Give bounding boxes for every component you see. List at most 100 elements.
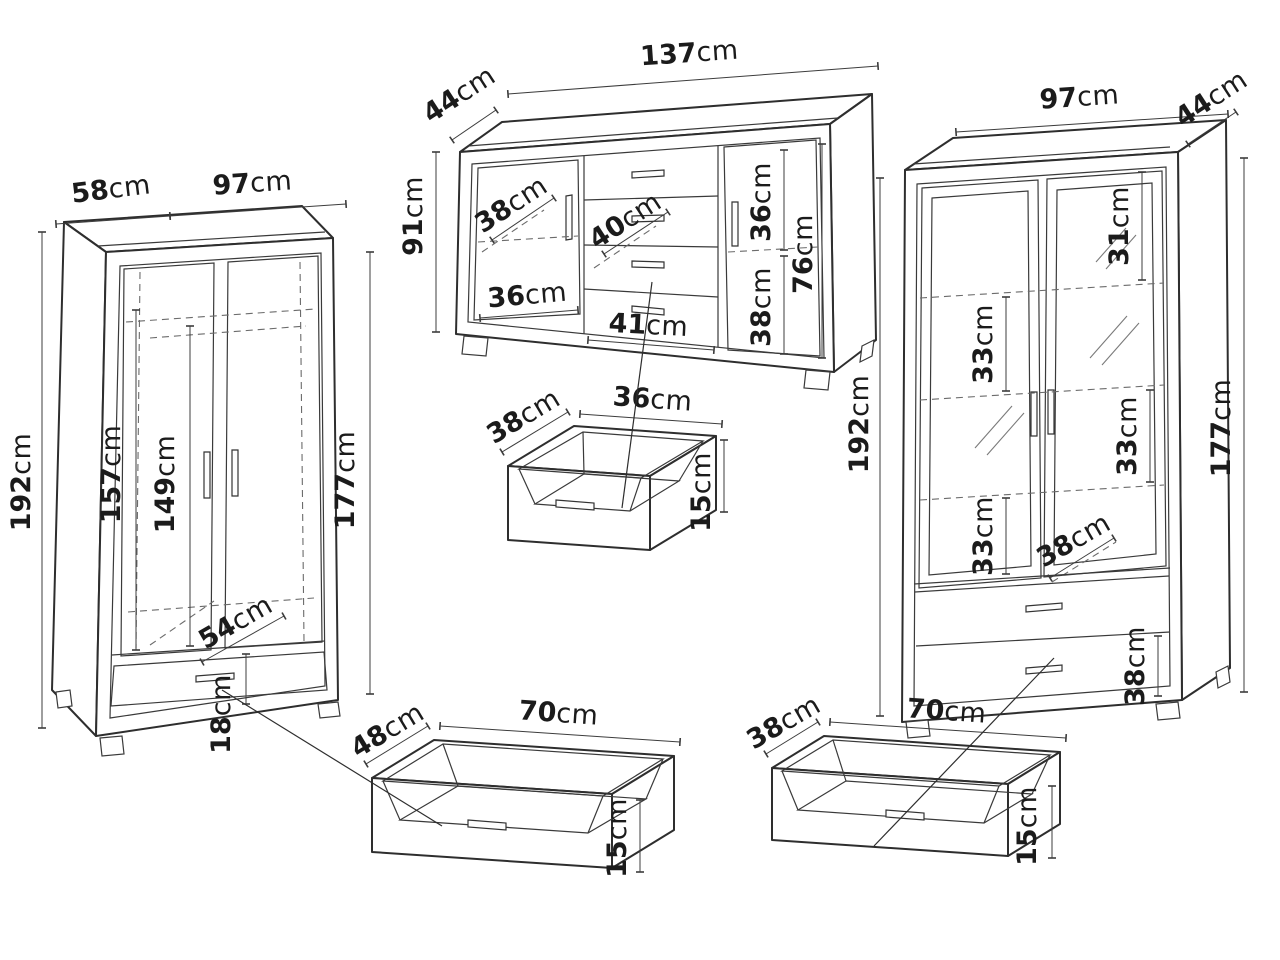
wardrobe-foot-back: [55, 689, 73, 709]
sideboard-foot-left: [461, 335, 489, 357]
sideboard-width-label: 137cm: [639, 35, 739, 73]
sideboard-foot-back: [859, 338, 875, 364]
wardrobe-foot-right: [317, 701, 341, 719]
cabinet-drawer-handle-1: [1025, 602, 1063, 613]
wardrobe-right-door-handle: [231, 449, 239, 497]
wardrobe-interior-depth-dim-line: [199, 612, 287, 666]
small-drawer-height-label: 15cm: [686, 452, 717, 532]
wardrobe-drawer-height-label: 18cm: [206, 674, 237, 754]
cabinet-gap2-label: 33cm: [1112, 396, 1143, 476]
small-drawer-width-label: 36cm: [612, 381, 694, 417]
sideboard-left-door: [473, 159, 581, 321]
wardrobe-height-label: 192cm: [6, 433, 37, 532]
sideboard-drawer-width-dim-line: [601, 208, 671, 258]
wardrobe-right-wall-dashed: [299, 261, 305, 643]
wardrobe-front-face: [95, 237, 339, 737]
wardrobe-depth-dashed: [149, 600, 215, 646]
cabinet-shelf-2-dashed: [919, 384, 1165, 401]
wardrobe-hanging-height-label: 149cm: [150, 435, 181, 534]
cabinet-body: [901, 119, 1231, 739]
wardrobe-drawer-handle: [195, 672, 235, 683]
cabinet-foot-right: [1155, 701, 1181, 721]
leader-lines: [221, 281, 1055, 847]
cabinet-drawers: [913, 567, 1171, 675]
wide-drawer-inner-edge-1: [382, 780, 401, 821]
glass-mark-3: [1089, 315, 1128, 359]
sideboard-dimension-lines: [432, 61, 880, 359]
sideboard-depth-label: 44cm: [417, 60, 501, 129]
wardrobe-to-wide-drawer-leader: [221, 689, 443, 827]
cabinet-depth-dim-line: [1185, 108, 1239, 148]
wardrobe-right-door: [224, 255, 323, 649]
small-drawer-inner-edge-1: [518, 468, 536, 505]
wardrobe-width-label: 97cm: [212, 165, 294, 201]
cabinet-drawer-section-top-2: [914, 575, 1170, 593]
cabinet-drawer-handle-2: [1025, 664, 1063, 675]
sideboard-compartment-width-dim-line: [478, 305, 580, 323]
cabinet-left-door: [918, 179, 1042, 589]
flat-drawer-inner-edge-4: [832, 739, 847, 782]
flat-drawer-handle: [885, 809, 925, 821]
sideboard-labels: 44cm 137cm 91cm 38cm 40cm 36cm 41cm 36cm…: [398, 35, 819, 347]
cabinet-right-glass-pane: [1053, 182, 1157, 566]
sideboard-lower-section-label: 38cm: [746, 267, 777, 347]
small-drawer-inner-edge-4: [582, 431, 585, 475]
wide-drawer-inner-edge-2: [587, 795, 604, 834]
wardrobe-width-dim-line: [168, 199, 348, 221]
cabinet-shelf-3-dashed: [919, 484, 1165, 501]
wardrobe-shelf-dashed: [125, 308, 317, 323]
cabinet-gap3-label: 33cm: [968, 496, 999, 576]
glass-mark-4: [1101, 322, 1140, 366]
sideboard-shelf-depth-dim-line: [489, 194, 557, 244]
flat-drawer-dimension-lines: [763, 717, 1068, 859]
cabinet-width-dim-line: [954, 109, 1230, 137]
sideboard-depth-dim-line: [449, 106, 499, 144]
flat-drawer-inner-edge-1: [781, 770, 799, 811]
cabinet-inner-frame: [913, 166, 1171, 707]
glass-mark-1: [974, 405, 1013, 449]
sideboard-left-door-handle: [565, 194, 573, 241]
cabinet-drawer-divider: [915, 631, 1171, 647]
wardrobe-depth-label: 58cm: [70, 169, 153, 209]
display-cabinet: 97cm 44cm 192cm 177cm 31cm 33cm 33cm 33c…: [844, 64, 1253, 739]
sideboard-to-small-drawer-leader: [621, 281, 653, 509]
sideboard-drawer-section-label: 41cm: [608, 308, 689, 343]
cabinet-shelf-1-dashed: [919, 282, 1165, 299]
wide-drawer-inner-edge-3: [645, 758, 664, 800]
wardrobe-depth-dim-line: [54, 211, 172, 229]
wardrobe-doors: [120, 255, 323, 657]
wide-drawer-handle: [467, 819, 507, 831]
wardrobe-body: [51, 205, 341, 757]
cabinet-dimension-lines: [876, 108, 1248, 717]
flat-drawer-width-dim-line: [828, 717, 1068, 743]
wardrobe-labels: 58cm 97cm 192cm 157cm 149cm 177cm 54cm 1…: [6, 165, 361, 754]
sideboard-height-label: 91cm: [398, 176, 429, 256]
small-drawer-inner-edge-3: [678, 440, 704, 482]
cabinet-top-slab-line: [912, 146, 1171, 165]
sideboard-right-door-handle: [731, 201, 739, 247]
small-drawer: 38cm 36cm 15cm: [481, 381, 728, 551]
sideboard-side-face: [829, 93, 877, 373]
small-drawer-dimension-lines: [499, 408, 728, 513]
cabinet-right-door: [1043, 170, 1167, 578]
wardrobe-foot-left: [99, 735, 125, 757]
cabinet-left-glass-pane: [928, 190, 1032, 576]
wardrobe: 58cm 97cm 192cm 157cm 149cm 177cm 54cm 1…: [6, 165, 374, 757]
sideboard: 44cm 137cm 91cm 38cm 40cm 36cm 41cm 36cm…: [398, 35, 880, 391]
glass-mark-6: [1105, 234, 1137, 270]
sideboard-foot-right: [803, 369, 831, 391]
cabinet-interior-depth-dim-line: [1047, 534, 1117, 582]
cabinet-side-height-label: 177cm: [1206, 379, 1237, 478]
glass-mark-2: [986, 412, 1025, 456]
wide-drawer-height-label: 15cm: [602, 798, 633, 878]
cabinet-height-label: 192cm: [844, 375, 875, 474]
flat-drawer-depth-dim-line: [763, 718, 821, 758]
small-drawer-inner-edge-2: [629, 477, 642, 512]
glass-mark-5: [1095, 227, 1127, 263]
wide-drawer: 48cm 70cm 15cm: [345, 695, 682, 878]
cabinet-right-door-handle: [1047, 389, 1055, 435]
sideboard-interior-height-label: 76cm: [788, 214, 819, 294]
wardrobe-top-slab-line: [97, 231, 326, 247]
glass-reflection-marks: [974, 227, 1140, 456]
